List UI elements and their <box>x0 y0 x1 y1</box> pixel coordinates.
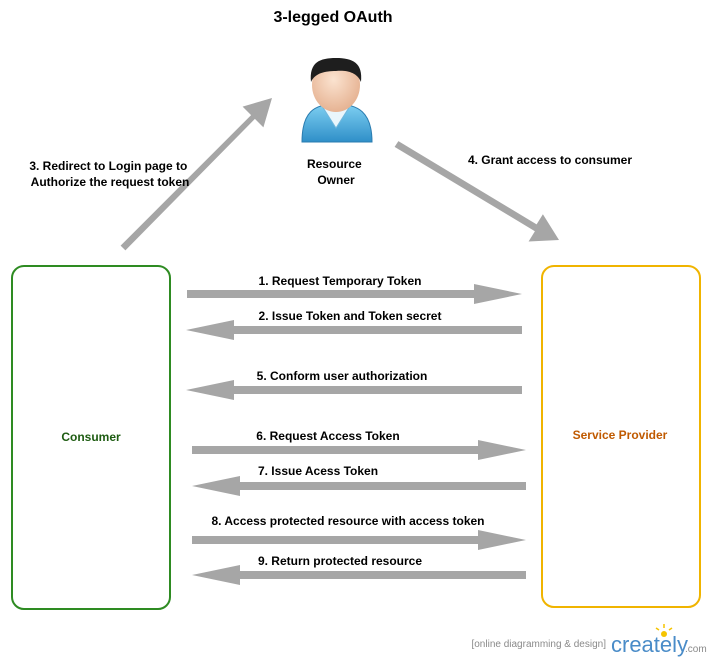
arrow-step-8 <box>192 530 526 550</box>
service-provider-label: Service Provider <box>573 428 668 442</box>
step-6-label: 6. Request Access Token <box>256 429 399 443</box>
step-5-label: 5. Conform user authorization <box>257 369 428 383</box>
step-3-label: 3. Redirect to Login page to Authorize t… <box>29 159 190 189</box>
step-4-label: 4. Grant access to consumer <box>468 153 632 167</box>
arrow-step-1 <box>187 284 522 304</box>
resource-owner-label: Resource Owner <box>307 157 365 187</box>
brand-domain: .com <box>685 644 707 655</box>
arrow-step-6 <box>192 440 526 460</box>
step-2-label: 2. Issue Token and Token secret <box>259 309 442 323</box>
arrow-step-5 <box>186 380 522 400</box>
sun-icon <box>655 624 673 637</box>
step-7-label: 7. Issue Acess Token <box>258 464 378 478</box>
footer-tagline: [online diagramming & design] <box>471 639 606 650</box>
person-icon <box>301 58 373 143</box>
page-title: 3-legged OAuth <box>273 9 392 26</box>
step-1-label: 1. Request Temporary Token <box>259 274 422 288</box>
service-provider-box <box>541 265 701 608</box>
arrow-step-9 <box>192 565 526 585</box>
arrow-step-7 <box>192 476 526 496</box>
consumer-box <box>11 265 171 610</box>
step-8-label: 8. Access protected resource with access… <box>211 514 484 528</box>
brand-logo: creately <box>611 632 688 657</box>
step-9-label: 9. Return protected resource <box>258 554 422 568</box>
arrow-step-2 <box>186 320 522 340</box>
arrow-step-4 <box>394 141 559 242</box>
arrow-step-3 <box>120 98 272 251</box>
consumer-label: Consumer <box>61 430 121 444</box>
